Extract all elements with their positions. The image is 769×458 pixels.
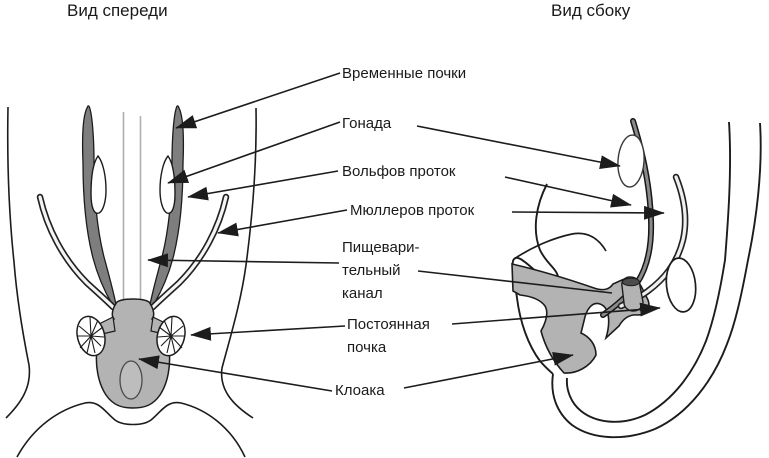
- arrow-muellerian-side: [511, 205, 665, 220]
- gut-tube-stub: [621, 276, 644, 312]
- permanent-kidney-left-front: [76, 315, 106, 357]
- front-body-contour-bottom: [16, 401, 246, 458]
- arrow-cloaca-side: [403, 352, 574, 389]
- front-view-title: Вид спереди: [67, 1, 168, 20]
- arrow-wolffian-side: [504, 176, 632, 208]
- arrow-gonad-side: [416, 125, 621, 169]
- label-gonad: Гонада: [342, 115, 392, 132]
- gonad-side: [617, 134, 645, 188]
- cloaca-opening-oval: [119, 360, 143, 400]
- muellerian-duct-right-front: [149, 193, 230, 311]
- label-cloaca: Клоака: [335, 382, 385, 399]
- arrow-temporary-kidneys: [175, 72, 341, 129]
- front-body-contour-left: [5, 106, 31, 419]
- label-wolffian-duct: Вольфов проток: [342, 163, 456, 180]
- gonad-left-front: [90, 154, 107, 214]
- arrow-gonad-front: [167, 121, 341, 184]
- wolffian-duct-left-front: [81, 105, 118, 313]
- arrow-wolffian-front: [187, 170, 339, 201]
- label-muellerian-duct: Мюллеров проток: [350, 202, 475, 219]
- side-back-contour-inner: [565, 121, 732, 423]
- side-belly-contour: [511, 183, 559, 375]
- permanent-kidney-side: [665, 257, 697, 313]
- permanent-kidney-right-front: [156, 315, 186, 357]
- digestive-canal-midlines: [122, 112, 142, 302]
- arrow-cloaca-front: [138, 355, 333, 392]
- muellerian-duct-left-front: [36, 193, 117, 311]
- side-view-title: Вид сбоку: [551, 1, 631, 20]
- label-temporary-kidneys: Временные почки: [342, 65, 467, 82]
- side-view-diagram: [511, 118, 762, 439]
- arrow-permanent-kidney-side: [451, 302, 661, 325]
- side-back-contour-outer: [551, 122, 762, 439]
- leader-arrows: [138, 72, 665, 392]
- label-digestive-canal: Пищевари- тельный канал: [342, 239, 420, 302]
- arrow-permanent-kidney-front: [190, 325, 346, 341]
- line-digestive-side: [417, 270, 613, 294]
- side-peritoneal-fold: [513, 232, 607, 260]
- front-body-contour-right: [220, 107, 257, 419]
- arrow-muellerian-front: [217, 209, 348, 237]
- digestive-canal-and-cloaca-side: [511, 262, 650, 374]
- label-permanent-kidney: Постоянная почка: [347, 316, 430, 356]
- front-view-diagram: [5, 105, 257, 458]
- arrow-digestive-front: [147, 253, 340, 268]
